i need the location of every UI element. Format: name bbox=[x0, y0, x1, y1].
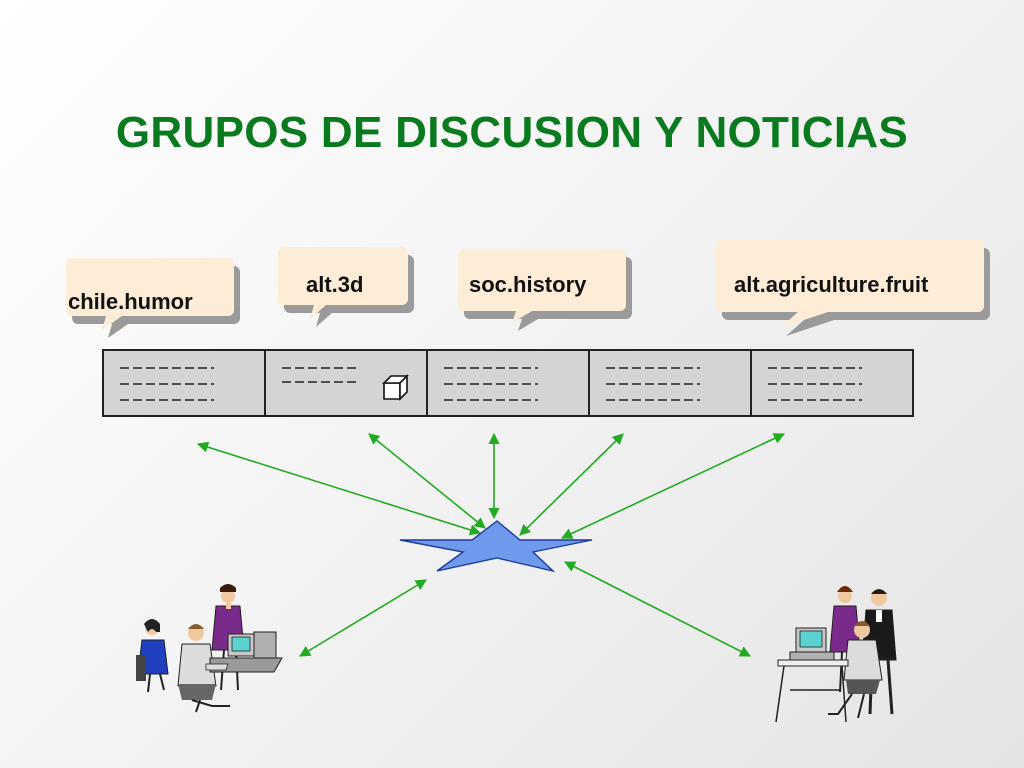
connection-arrows bbox=[196, 432, 786, 657]
cube-icon bbox=[382, 374, 409, 401]
bubble-alt-3d bbox=[278, 247, 414, 327]
bubble-soc-history bbox=[458, 249, 632, 331]
office-workers-icon-right bbox=[775, 586, 897, 723]
bubble-chile-humor bbox=[66, 258, 240, 338]
bubble-alt-agriculture-fruit bbox=[716, 240, 990, 336]
newsgroup-label: chile.humor bbox=[68, 289, 193, 314]
newsgroup-label: alt.agriculture.fruit bbox=[734, 272, 929, 297]
news-server-rack bbox=[102, 349, 914, 417]
newsgroup-label: alt.3d bbox=[306, 272, 364, 297]
star-hub-icon bbox=[399, 520, 593, 573]
slide-title: GRUPOS DE DISCUSION Y NOTICIAS bbox=[115, 108, 909, 157]
newsgroup-label: soc.history bbox=[469, 272, 587, 297]
office-workers-icon-left bbox=[136, 584, 283, 713]
